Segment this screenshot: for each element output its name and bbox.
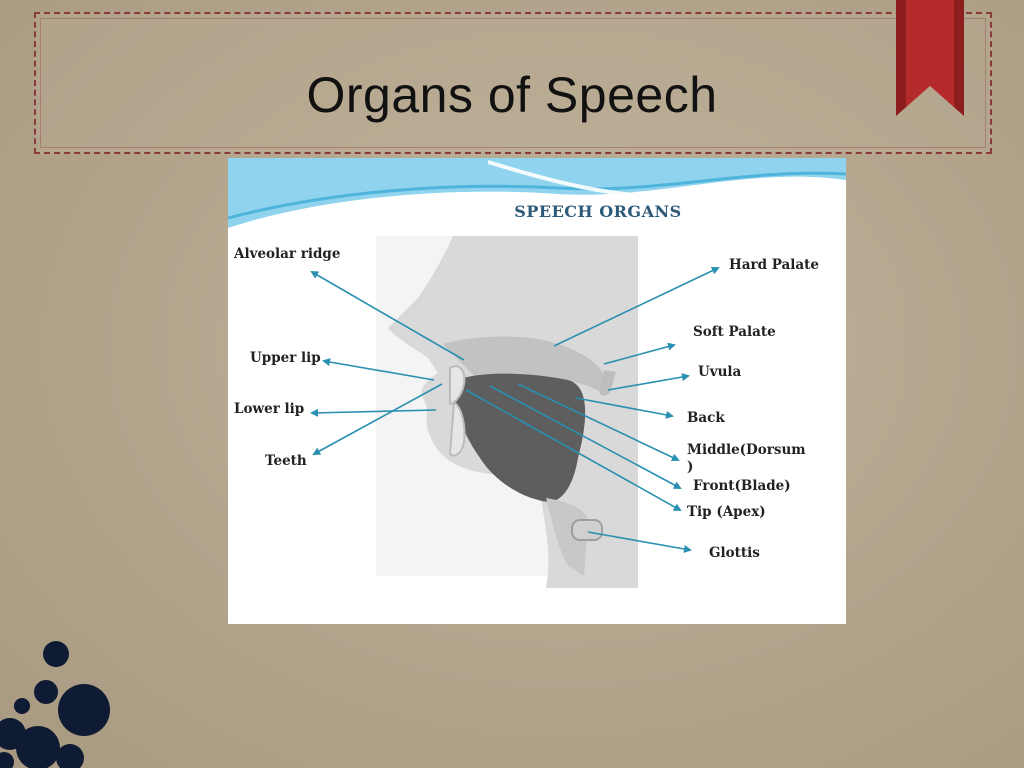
vocal-tract-illustration [376, 236, 638, 588]
label-hard-palate: Hard Palate [729, 257, 819, 273]
label-alveolar-ridge: Alveolar ridge [234, 246, 341, 262]
ink-splatter-decoration [0, 641, 110, 768]
header-wave [228, 158, 846, 228]
label-uvula: Uvula [698, 364, 742, 380]
label-upper-lip: Upper lip [250, 350, 321, 366]
label-front-blade: Front(Blade) [693, 478, 791, 494]
pointer-lines [310, 266, 720, 553]
label-lower-lip: Lower lip [234, 401, 305, 417]
label-middle-dorsum: Middle(Dorsum [687, 442, 806, 458]
slide-title: Organs of Speech [306, 67, 718, 123]
header-wave-highlight [487, 160, 689, 200]
speech-organs-diagram: SPEECH ORGANS Alveolar ridge Upper lip L… [228, 158, 846, 624]
header-wave-line [228, 171, 846, 220]
title-frame [34, 12, 992, 154]
label-teeth: Teeth [265, 453, 307, 469]
diagram-heading: SPEECH ORGANS [514, 202, 682, 221]
label-back: Back [687, 410, 725, 426]
label-middle-dorsum-close: ) [687, 459, 694, 475]
label-soft-palate: Soft Palate [693, 324, 776, 340]
bookmark-ribbon-icon [896, 0, 964, 116]
diagram-graphics [228, 158, 846, 588]
label-tip-apex: Tip (Apex) [687, 504, 766, 520]
label-glottis: Glottis [709, 545, 760, 561]
